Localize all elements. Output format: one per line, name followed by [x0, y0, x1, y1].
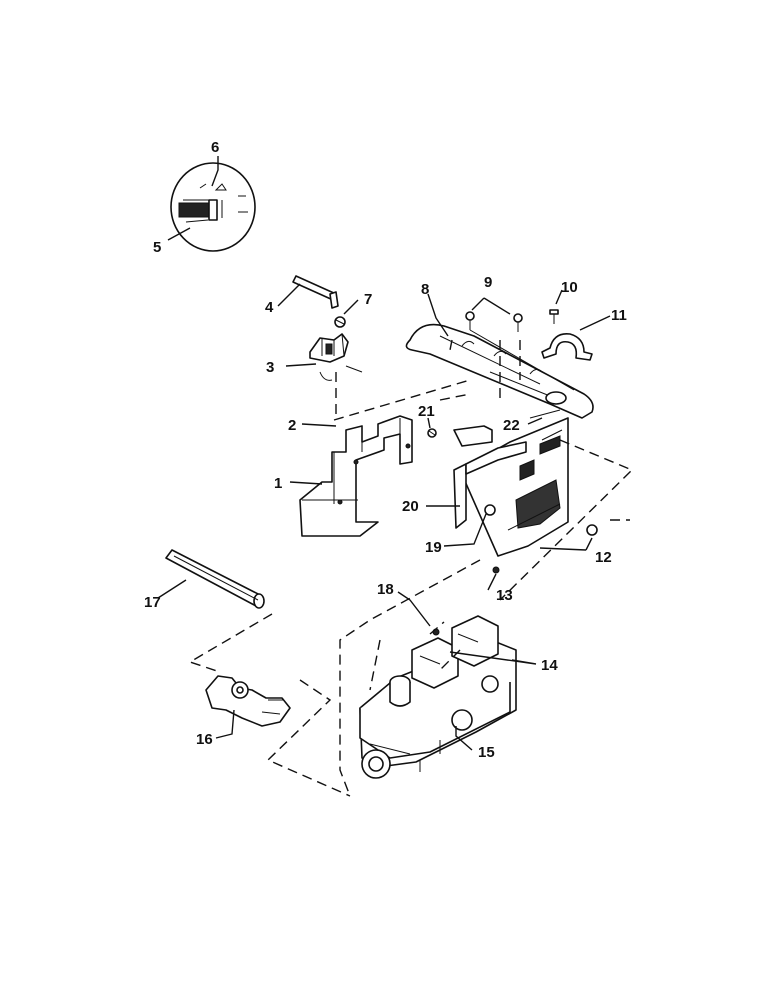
- callout-10: 10: [561, 279, 578, 296]
- callout-7: 7: [364, 291, 372, 308]
- callout-17: 17: [144, 594, 161, 611]
- part-3-clip: [309, 333, 363, 381]
- alignment-lines: [188, 339, 634, 797]
- callout-4: 4: [265, 299, 274, 316]
- callout-15: 15: [478, 744, 495, 761]
- leader-lines: [157, 156, 611, 751]
- part-4-rod: [292, 275, 339, 309]
- callout-22: 22: [503, 417, 520, 434]
- callout-9: 9: [484, 274, 492, 291]
- callout-14: 14: [541, 657, 558, 674]
- callout-5: 5: [153, 239, 161, 256]
- callout-11: 11: [611, 307, 627, 324]
- callout-labels: 6 5 4 7 3 8 9 10 11 2 21 22 1 20 19 12 1…: [144, 139, 627, 761]
- part-11-strap: [541, 332, 593, 361]
- callout-6: 6: [211, 139, 219, 156]
- callout-20: 20: [402, 498, 419, 515]
- callout-21: 21: [418, 403, 435, 420]
- callout-12: 12: [595, 549, 612, 566]
- part-20-22-housing: [453, 409, 598, 574]
- callout-18: 18: [377, 581, 394, 598]
- part-9-screws: [465, 311, 523, 332]
- part-1-2-brackets: [299, 415, 413, 537]
- part-17-tube: [165, 549, 265, 609]
- callout-13: 13: [496, 587, 513, 604]
- part-21-screw: [427, 428, 437, 438]
- callout-16: 16: [196, 731, 213, 748]
- detail-inset: [170, 162, 256, 252]
- callout-1: 1: [274, 475, 282, 492]
- part-8-burner: [405, 323, 594, 419]
- callout-3: 3: [266, 359, 274, 376]
- callout-2: 2: [288, 417, 296, 434]
- part-7-screw: [334, 316, 346, 328]
- callout-8: 8: [421, 281, 429, 298]
- part-16-elbow: [205, 675, 291, 727]
- callout-19: 19: [425, 539, 442, 556]
- part-10-screw: [549, 309, 559, 324]
